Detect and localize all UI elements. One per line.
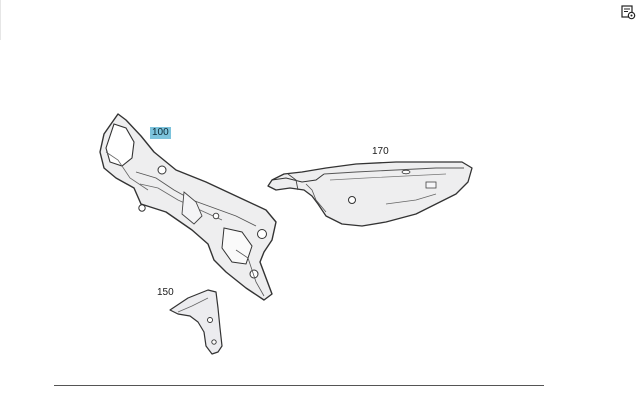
callout-170[interactable]: 170 (372, 146, 389, 157)
page-settings-button[interactable] (620, 4, 636, 20)
page-settings-icon (621, 5, 636, 20)
part-150-bracket[interactable] (168, 289, 230, 358)
part-100-dash-panel[interactable] (96, 112, 282, 302)
callout-100[interactable]: 100 (150, 127, 171, 139)
left-edge-divider (0, 0, 1, 40)
callout-150[interactable]: 150 (157, 287, 174, 298)
diagram-baseline (54, 385, 544, 386)
part-170-cowl-panel[interactable] (266, 160, 482, 230)
